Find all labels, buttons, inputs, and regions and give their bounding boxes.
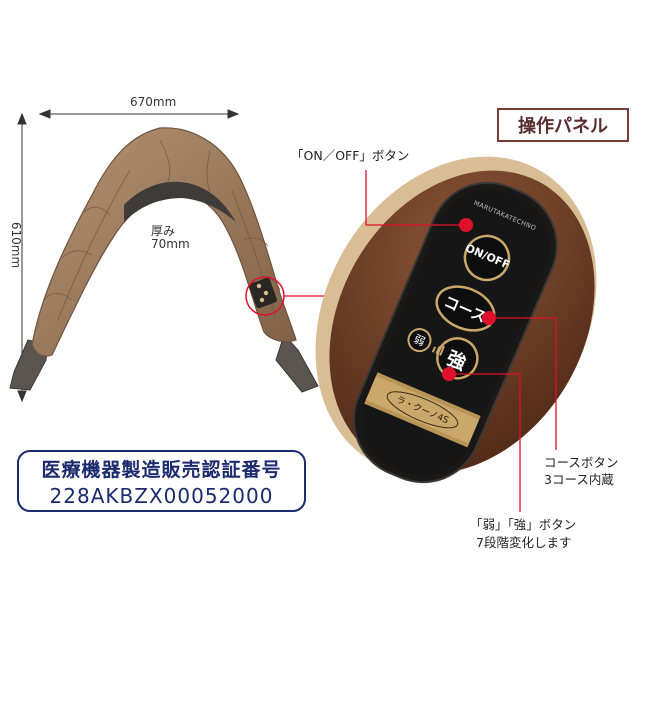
onoff-button[interactable]: ON/OFF	[463, 241, 512, 272]
product-illustration	[9, 109, 597, 512]
width-dimension-arrow	[38, 109, 240, 119]
height-label: 610mm	[9, 221, 23, 269]
remote-brand-text: MARUTAKATECHNO	[472, 198, 538, 233]
strength-callout-line1: 「弱」「強」ボタン	[470, 517, 577, 532]
onoff-callout: 「ON／OFF」ボタン	[291, 148, 410, 163]
width-label: 670mm	[130, 95, 177, 109]
remote-control	[352, 181, 558, 484]
strong-button[interactable]: 強	[443, 347, 470, 375]
thickness-value: 70mm	[151, 237, 190, 251]
thickness-label: 厚み	[151, 224, 176, 238]
model-name: ラ・クーノ4S	[394, 395, 450, 427]
weak-button[interactable]: 弱	[411, 332, 427, 349]
certification-box: 医療機器製造販売認証番号 228AKBZX00052000	[17, 450, 306, 512]
massager-body	[9, 127, 319, 393]
course-callout-line1: コースボタン	[544, 455, 619, 470]
certification-number: 228AKBZX00052000	[49, 483, 274, 508]
course-button[interactable]: コース	[441, 292, 489, 327]
operation-panel-label: 操作パネル	[497, 108, 629, 142]
height-dimension-arrow	[17, 112, 27, 403]
course-callout-line2: 3コース内蔵	[544, 472, 614, 487]
strength-callout-line2: 7段階変化します	[476, 535, 572, 550]
certification-title: 医療機器製造販売認証番号	[41, 458, 282, 481]
